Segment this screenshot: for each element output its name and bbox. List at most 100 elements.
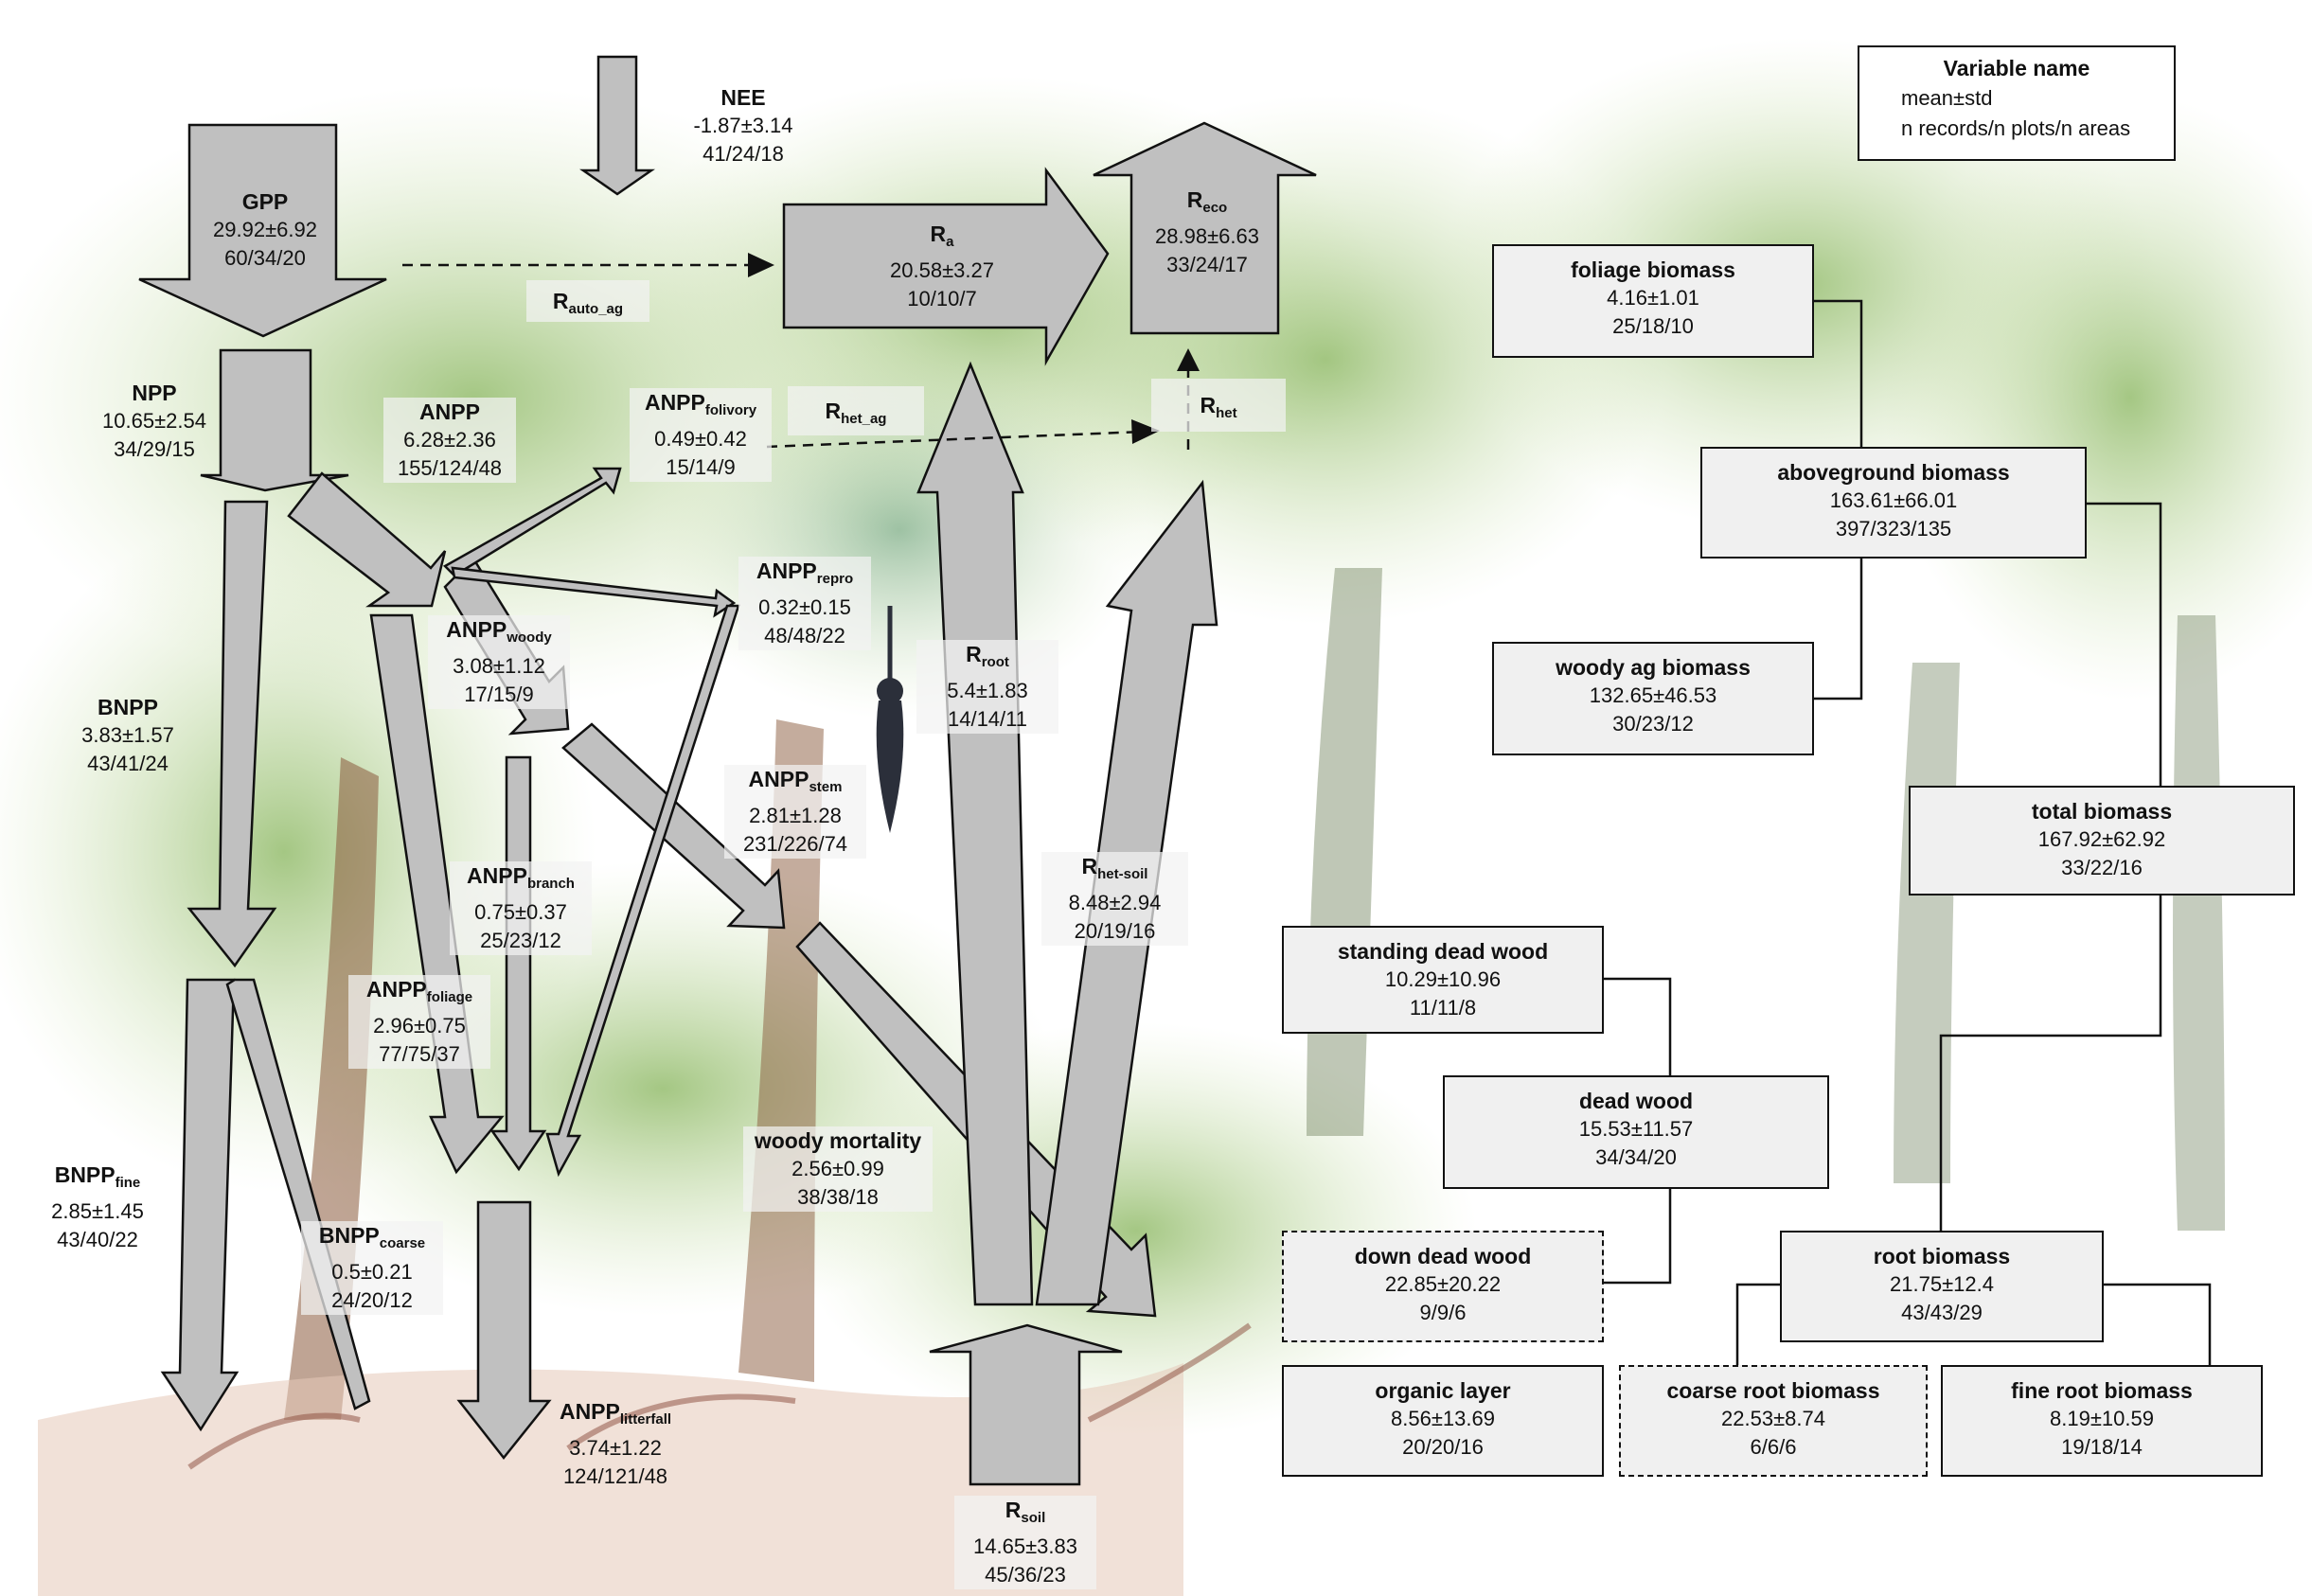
ra-n: 10/10/7 xyxy=(907,287,977,310)
bnpp-n: 43/41/24 xyxy=(87,752,169,775)
fine-root-biomass-name: fine root biomass xyxy=(2011,1378,2193,1403)
dead-wood-box: dead wood 15.53±11.57 34/34/20 xyxy=(1443,1075,1829,1189)
legend-title: Variable name xyxy=(1943,56,2090,80)
down-dead-wood-box: down dead wood 22.85±20.22 9/9/6 xyxy=(1282,1231,1604,1342)
anpp-branch-arrow xyxy=(489,755,547,1172)
anpp-folivory-sub: folivory xyxy=(704,402,757,418)
rhet-soil-label: Rhet-soil 8.48±2.94 20/19/16 xyxy=(1041,852,1188,946)
anpp-stem-sub: stem xyxy=(809,779,843,795)
anpp-woody-sub: woody xyxy=(507,630,552,646)
nee-n: 41/24/18 xyxy=(702,142,784,166)
rhet-soil-n: 20/19/16 xyxy=(1074,919,1156,943)
bnpp-coarse-label: BNPPcoarse 0.5±0.21 24/20/12 xyxy=(301,1221,443,1315)
bnpp-mean: 3.83±1.57 xyxy=(81,723,174,747)
aboveground-biomass-name: aboveground biomass xyxy=(1777,460,2010,485)
anpp-branch-sub: branch xyxy=(526,876,575,892)
anpp-branch-n: 25/23/12 xyxy=(480,929,561,952)
gpp-label: GPP 29.92±6.92 60/34/20 xyxy=(185,187,346,273)
connector-root-fine xyxy=(2104,1283,2212,1365)
anpp-litterfall-sub: litterfall xyxy=(619,1411,672,1428)
npp-label: NPP 10.65±2.54 34/29/15 xyxy=(83,379,225,464)
woody-mortality-n: 38/38/18 xyxy=(797,1185,879,1209)
anpp-woody-n: 17/15/9 xyxy=(464,683,534,706)
anpp-litterfall-name: ANPP xyxy=(559,1399,620,1424)
rhet-soil-name: R xyxy=(1081,854,1098,878)
rroot-mean: 5.4±1.83 xyxy=(947,679,1028,702)
foliage-biomass-n: 25/18/10 xyxy=(1612,314,1694,338)
nee-arrow xyxy=(579,55,655,196)
connector-aboveground-total xyxy=(2087,502,2162,786)
organic-layer-box: organic layer 8.56±13.69 20/20/16 xyxy=(1282,1365,1604,1477)
anpp-arrow xyxy=(287,471,447,608)
rhet-ag-sub: het_ag xyxy=(841,411,887,427)
npp-n: 34/29/15 xyxy=(114,437,195,461)
standing-dead-wood-name: standing dead wood xyxy=(1337,939,1549,964)
anpp-repro-litter-arrow xyxy=(545,604,740,1178)
bnpp-fine-n: 43/40/22 xyxy=(57,1228,138,1251)
anpp-woody-mean: 3.08±1.12 xyxy=(453,654,545,678)
bnpp-fine-name: BNPP xyxy=(54,1162,116,1187)
organic-layer-n: 20/20/16 xyxy=(1402,1435,1484,1459)
anpp-stem-name: ANPP xyxy=(748,767,809,791)
gpp-n: 60/34/20 xyxy=(224,246,306,270)
anpp-repro-arrow xyxy=(451,566,737,618)
anpp-label: ANPP 6.28±2.36 155/124/48 xyxy=(383,398,516,483)
root-biomass-box: root biomass 21.75±12.4 43/43/29 xyxy=(1780,1231,2104,1342)
coarse-root-biomass-box: coarse root biomass 22.53±8.74 6/6/6 xyxy=(1619,1365,1928,1477)
woody-ag-biomass-mean: 132.65±46.53 xyxy=(1589,683,1717,707)
reco-n: 33/24/17 xyxy=(1166,253,1248,276)
connector-total-root xyxy=(1939,896,2162,1231)
rhet-soil-mean: 8.48±2.94 xyxy=(1068,891,1162,914)
rhet-sub: het xyxy=(1216,405,1237,421)
npp-mean: 10.65±2.54 xyxy=(102,409,206,433)
down-dead-wood-mean: 22.85±20.22 xyxy=(1384,1272,1502,1296)
bnpp-coarse-name: BNPP xyxy=(318,1223,380,1248)
dead-wood-mean: 15.53±11.57 xyxy=(1578,1117,1694,1141)
anpp-folivory-name: ANPP xyxy=(644,390,705,415)
legend: Variable name mean±std n records/n plots… xyxy=(1858,45,2176,161)
reco-sub: eco xyxy=(1202,200,1228,216)
connector-root-coarse xyxy=(1735,1283,1780,1365)
anpp-repro-name: ANPP xyxy=(756,559,817,583)
woody-mortality-mean: 2.56±0.99 xyxy=(791,1157,884,1180)
anpp-foliage-name: ANPP xyxy=(365,977,427,1002)
woody-mortality-name: woody mortality xyxy=(754,1128,922,1153)
fine-root-biomass-mean: 8.19±10.59 xyxy=(2050,1407,2154,1430)
connector-standing-dead xyxy=(1604,977,1672,1075)
rauto-ag-arrowhead xyxy=(748,253,774,277)
ra-label: Ra 20.58±3.27 10/10/7 xyxy=(862,220,1023,313)
bnpp-fine-sub: fine xyxy=(115,1175,141,1191)
anpp-name: ANPP xyxy=(419,399,480,424)
npp-arrow xyxy=(200,348,349,492)
nee-name: NEE xyxy=(720,85,766,110)
anpp-woody-label: ANPPwoody 3.08±1.12 17/15/9 xyxy=(428,615,570,709)
woody-ag-biomass-n: 30/23/12 xyxy=(1612,712,1694,736)
foliage-biomass-box: foliage biomass 4.16±1.01 25/18/10 xyxy=(1492,244,1814,358)
anpp-repro-n: 48/48/22 xyxy=(764,624,845,647)
rhet-name: R xyxy=(1200,393,1217,417)
anpp-mean: 6.28±2.36 xyxy=(403,428,496,452)
anpp-stem-label: ANPPstem 2.81±1.28 231/226/74 xyxy=(724,765,866,859)
aboveground-biomass-mean: 163.61±66.01 xyxy=(1829,488,1958,512)
legend-line2: n records/n plots/n areas xyxy=(1901,116,2131,140)
anpp-foliage-arrow xyxy=(369,613,505,1175)
reco-arrow xyxy=(1093,121,1317,335)
connector-foliage-aboveground xyxy=(1814,299,1863,447)
reco-label: Reco 28.98±6.63 33/24/17 xyxy=(1127,186,1288,279)
rhet-ag-arrowhead xyxy=(1131,419,1160,444)
total-biomass-name: total biomass xyxy=(2031,799,2173,824)
total-biomass-box: total biomass 167.92±62.92 33/22/16 xyxy=(1909,786,2295,896)
total-biomass-mean: 167.92±62.92 xyxy=(2037,827,2166,851)
bnpp-arrow xyxy=(187,500,277,968)
down-dead-wood-name: down dead wood xyxy=(1354,1244,1532,1268)
legend-line1: mean±std xyxy=(1901,86,1993,110)
anpp-folivory-mean: 0.49±0.42 xyxy=(654,427,747,451)
rsoil-name: R xyxy=(1005,1498,1022,1522)
down-dead-wood-n: 9/9/6 xyxy=(1419,1301,1467,1324)
rauto-ag-sub: auto_ag xyxy=(568,301,624,317)
nee-label: NEE -1.87±3.14 41/24/18 xyxy=(663,83,824,168)
woody-ag-biomass-name: woody ag biomass xyxy=(1556,655,1751,680)
rroot-arrow xyxy=(916,361,1034,1306)
dead-wood-n: 34/34/20 xyxy=(1595,1145,1677,1169)
